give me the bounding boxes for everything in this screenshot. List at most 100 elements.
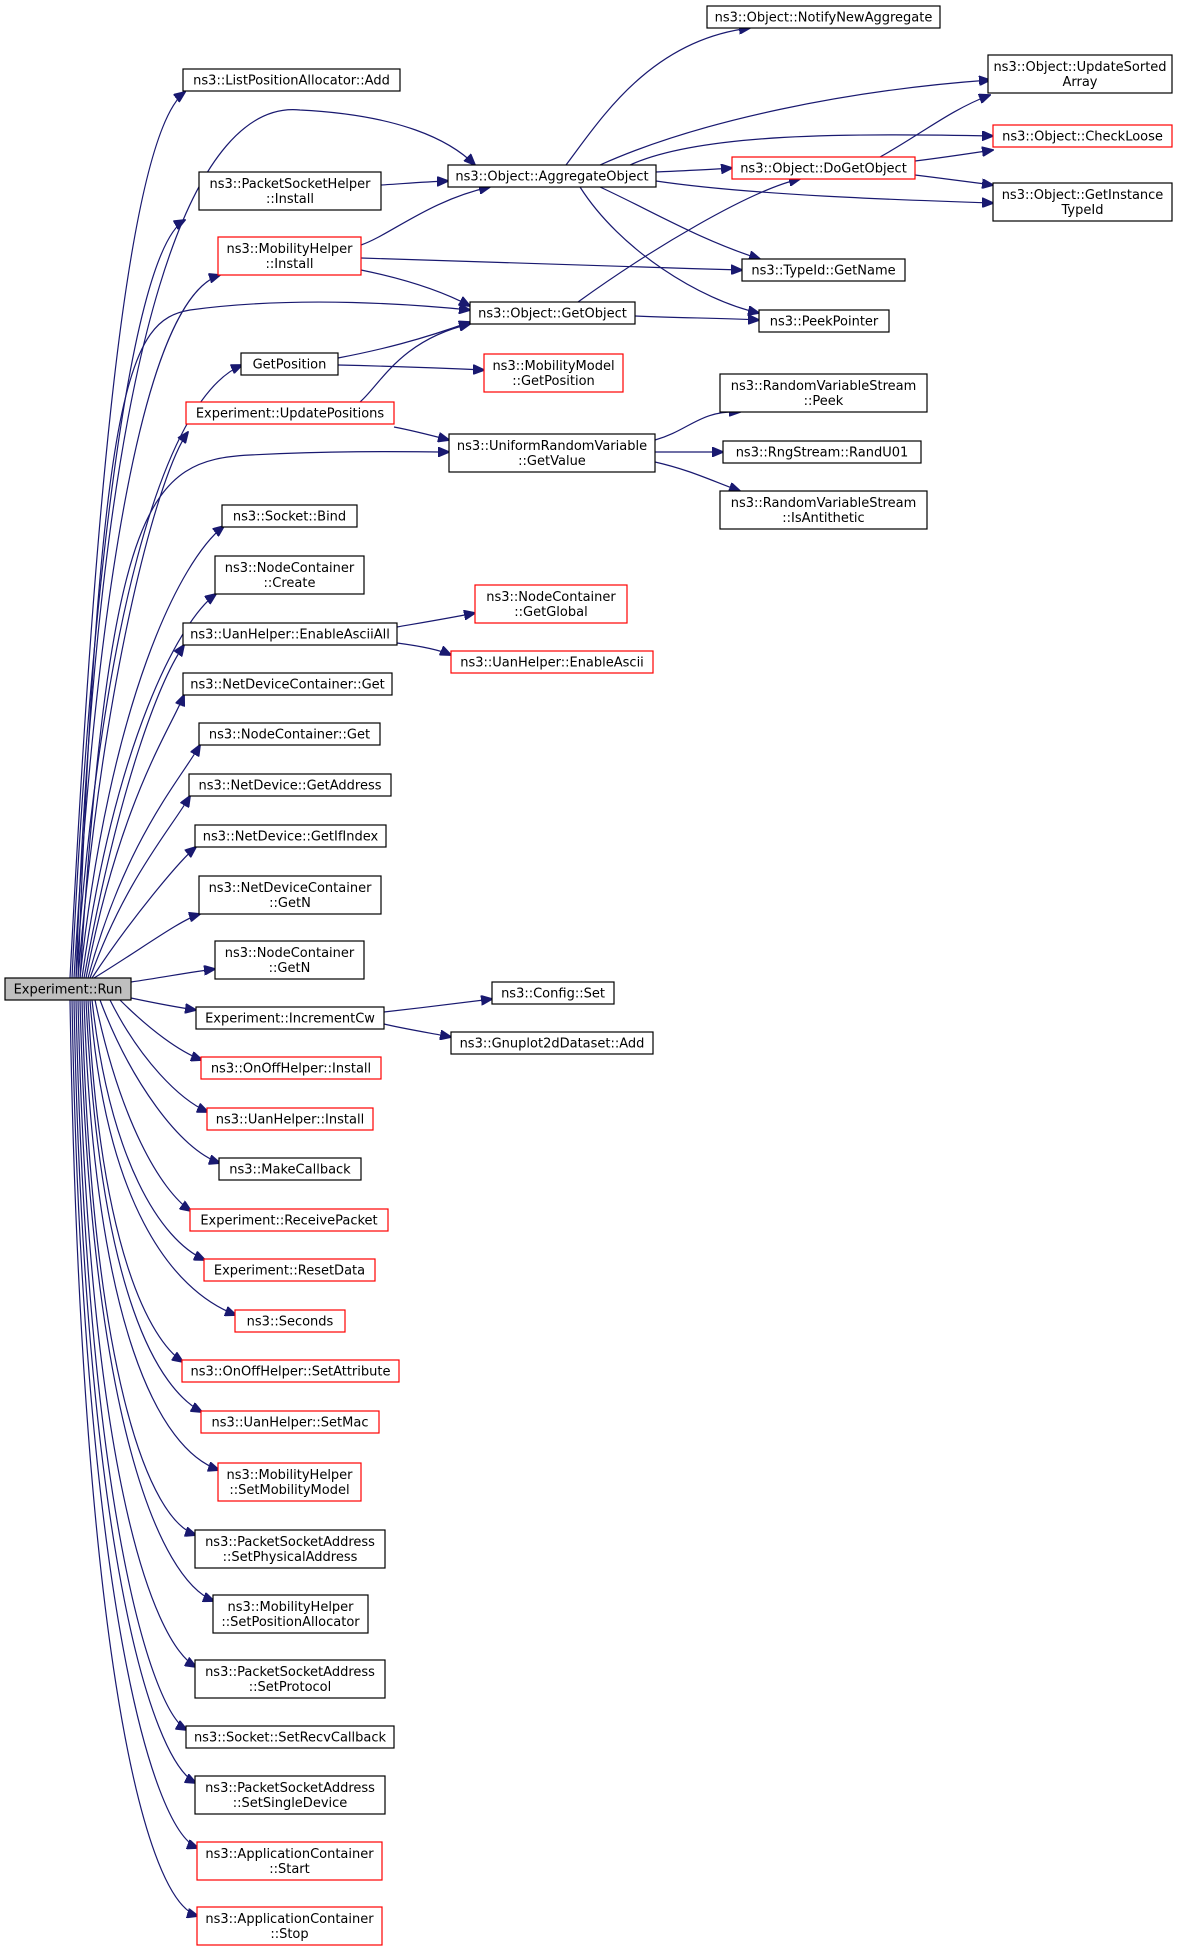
node-label: ns3::PacketSocketHelper <box>209 177 371 192</box>
call-edge <box>393 426 449 440</box>
call-edge <box>565 28 750 166</box>
graph-node-nc-getglobal[interactable]: ns3::NodeContainer::GetGlobal <box>474 584 628 624</box>
graph-node-peekpointer[interactable]: ns3::PeekPointer <box>758 309 890 333</box>
call-edge <box>79 452 449 979</box>
graph-node-psh-install[interactable]: ns3::PacketSocketHelper::Install <box>198 171 382 211</box>
node-label: ns3::NetDevice::GetAddress <box>198 779 381 794</box>
graph-node-nc-create[interactable]: ns3::NodeContainer::Create <box>214 555 365 595</box>
node-label: Experiment::Run <box>14 983 123 998</box>
call-edge <box>79 526 224 979</box>
call-edge <box>91 847 196 979</box>
node-label: ns3::PeekPointer <box>770 315 879 330</box>
graph-node-uan-enableascii[interactable]: ns3::UanHelper::EnableAscii <box>450 650 654 674</box>
graph-node-psa-setsingle[interactable]: ns3::PacketSocketAddress::SetSingleDevic… <box>194 1775 386 1815</box>
call-edge <box>914 150 993 162</box>
call-edge <box>89 796 190 979</box>
node-box <box>200 1056 382 1080</box>
node-box <box>741 258 906 282</box>
graph-node-uan-setmac[interactable]: ns3::UanHelper::SetMac <box>200 1410 380 1434</box>
node-label: ::Install <box>266 257 314 272</box>
graph-node-config-set[interactable]: ns3::Config::Set <box>491 981 615 1005</box>
graph-node-psa-setproto[interactable]: ns3::PacketSocketAddress::SetProtocol <box>194 1659 386 1699</box>
node-box <box>194 1529 386 1569</box>
graph-node-psa-setphys[interactable]: ns3::PacketSocketAddress::SetPhysicalAdd… <box>194 1529 386 1569</box>
node-label: ns3::NodeContainer::Get <box>209 728 370 743</box>
node-label: ns3::Object::GetObject <box>478 307 627 322</box>
graph-node-ac-stop[interactable]: ns3::ApplicationContainer::Stop <box>196 1906 383 1946</box>
graph-node-ac-start[interactable]: ns3::ApplicationContainer::Start <box>196 1841 383 1881</box>
graph-node-seconds[interactable]: ns3::Seconds <box>234 1309 346 1333</box>
graph-node-ndc-get[interactable]: ns3::NetDeviceContainer::Get <box>182 672 393 696</box>
graph-node-run[interactable]: Experiment::Run <box>4 977 132 1001</box>
node-box <box>214 555 365 595</box>
graph-node-incrementcw[interactable]: Experiment::IncrementCw <box>195 1006 385 1030</box>
node-box <box>758 309 890 333</box>
graph-node-nc-getn[interactable]: ns3::NodeContainer::GetN <box>214 940 365 980</box>
graph-node-onoff-install[interactable]: ns3::OnOffHelper::Install <box>200 1056 382 1080</box>
graph-node-mh-setposalloc[interactable]: ns3::MobilityHelper::SetPositionAllocato… <box>212 1594 369 1634</box>
graph-node-notifynewaggregate[interactable]: ns3::Object::NotifyNewAggregate <box>706 5 941 29</box>
call-edge <box>75 365 242 979</box>
graph-node-makecallback[interactable]: ns3::MakeCallback <box>218 1157 362 1181</box>
node-label: ns3::MobilityModel <box>492 359 614 374</box>
call-edge <box>77 999 196 1667</box>
call-edge <box>130 969 215 983</box>
graph-node-mm-getposition[interactable]: ns3::MobilityModel::GetPosition <box>483 353 624 393</box>
node-label: ns3::NetDevice::GetIfIndex <box>203 830 379 845</box>
call-edge <box>75 999 187 1730</box>
node-label: ns3::Socket::Bind <box>233 510 346 525</box>
node-label: ns3::PacketSocketAddress <box>205 1781 375 1796</box>
node-box <box>200 1410 380 1434</box>
graph-node-getobject[interactable]: ns3::Object::GetObject <box>469 301 636 325</box>
graph-node-rvs-peek[interactable]: ns3::RandomVariableStream::Peek <box>719 373 928 413</box>
graph-node-mh-install[interactable]: ns3::MobilityHelper::Install <box>217 236 362 276</box>
node-box <box>992 124 1173 148</box>
graph-node-socket-bind[interactable]: ns3::Socket::Bind <box>221 504 358 528</box>
graph-node-nc-get[interactable]: ns3::NodeContainer::Get <box>198 722 381 746</box>
node-box <box>448 433 656 473</box>
graph-node-receivepacket[interactable]: Experiment::ReceivePacket <box>189 1208 389 1232</box>
call-edge <box>599 80 990 166</box>
call-edge <box>93 914 200 979</box>
call-edge <box>71 220 185 979</box>
call-edge <box>360 257 742 270</box>
graph-node-mh-setmobility[interactable]: ns3::MobilityHelper::SetMobilityModel <box>217 1462 362 1502</box>
graph-node-uan-install[interactable]: ns3::UanHelper::Install <box>206 1107 374 1131</box>
graph-node-typeid-getname[interactable]: ns3::TypeId::GetName <box>741 258 906 282</box>
graph-node-urv-getvalue[interactable]: ns3::UniformRandomVariable::GetValue <box>448 433 656 473</box>
node-label: ns3::RandomVariableStream <box>731 379 917 394</box>
graph-node-nd-getaddress[interactable]: ns3::NetDevice::GetAddress <box>188 773 392 797</box>
graph-node-aggregateobject[interactable]: ns3::Object::AggregateObject <box>447 164 657 188</box>
graph-node-uan-enableasciiall[interactable]: ns3::UanHelper::EnableAsciiAll <box>182 622 398 646</box>
graph-node-rngstream-randu01[interactable]: ns3::RngStream::RandU01 <box>722 440 922 464</box>
call-edge <box>87 745 200 979</box>
node-label: ::GetPosition <box>512 374 595 389</box>
graph-node-updatepositions[interactable]: Experiment::UpdatePositions <box>185 401 395 425</box>
graph-node-socket-setrecv[interactable]: ns3::Socket::SetRecvCallback <box>185 1725 395 1749</box>
graph-node-ndc-getn[interactable]: ns3::NetDeviceContainer::GetN <box>198 875 382 915</box>
graph-node-checkloose[interactable]: ns3::Object::CheckLoose <box>992 124 1173 148</box>
node-box <box>218 1157 362 1181</box>
graph-node-listpos-add[interactable]: ns3::ListPositionAllocator::Add <box>182 68 401 92</box>
graph-node-onoff-setattr[interactable]: ns3::OnOffHelper::SetAttribute <box>181 1359 400 1383</box>
call-edge <box>337 364 484 370</box>
call-edge <box>77 432 188 979</box>
graph-node-getposition[interactable]: GetPosition <box>240 352 339 376</box>
nodes: Experiment::Run ns3::ListPositionAllocato… <box>4 5 1173 1946</box>
graph-node-gnuplot-add[interactable]: ns3::Gnuplot2dDataset::Add <box>450 1031 654 1055</box>
call-edge <box>77 301 470 979</box>
graph-node-nd-getifindex[interactable]: ns3::NetDevice::GetIfIndex <box>194 824 387 848</box>
node-label: ns3::RandomVariableStream <box>731 496 917 511</box>
graph-node-resetdata[interactable]: Experiment::ResetData <box>203 1258 376 1282</box>
node-label: Experiment::ResetData <box>214 1264 365 1279</box>
graph-node-dogetobject[interactable]: ns3::Object::DoGetObject <box>731 156 916 180</box>
node-label: ns3::PacketSocketAddress <box>205 1535 375 1550</box>
node-box <box>719 373 928 413</box>
graph-node-rvs-isantithetic[interactable]: ns3::RandomVariableStream::IsAntithetic <box>719 490 928 530</box>
node-box <box>4 977 132 1001</box>
node-label: ns3::MobilityHelper <box>226 1468 353 1483</box>
call-edge <box>655 180 993 203</box>
node-box <box>450 1031 654 1055</box>
